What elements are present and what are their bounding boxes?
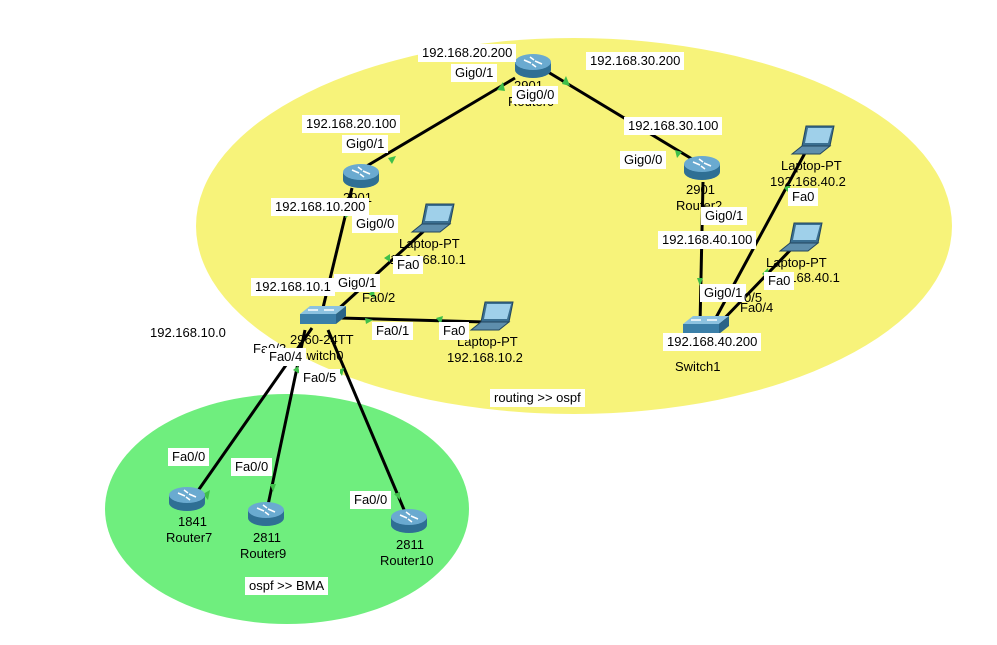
link-laptopa-switch0[interactable] [333, 228, 427, 314]
ip-label: 192.168.40.100 [658, 231, 757, 249]
interface-label: Gig0/0 [620, 151, 667, 169]
interface-label: Gig0/1 [701, 207, 748, 225]
router-icon[interactable] [343, 164, 379, 188]
laptop-icon[interactable] [469, 301, 514, 331]
ospf-area-label: routing >> ospf [490, 389, 585, 407]
interface-label: Fa0 [393, 256, 424, 274]
router9-name: Router9 [240, 546, 287, 561]
ip-label: 192.168.30.100 [624, 117, 723, 135]
interface-label: Gig0/1 [334, 274, 381, 292]
router9-model: 2811 [253, 530, 281, 545]
laptop-a-model: Laptop-PT [399, 236, 460, 251]
interface-label: Fa0 [788, 188, 819, 206]
router-icon[interactable] [248, 502, 284, 526]
interface-label: Fa0/2 [362, 290, 396, 305]
interface-label: 0/5 [744, 290, 763, 305]
laptop-icon[interactable] [410, 203, 455, 233]
switch0-name: Switch0 [298, 348, 344, 363]
switch0-model: 2960-24TT [290, 332, 354, 347]
laptop-b-ip: 192.168.10.2 [447, 350, 523, 365]
router2-model: 2901 [686, 182, 715, 197]
ip-label: 192.168.20.200 [418, 44, 517, 62]
router-icon[interactable] [169, 487, 205, 511]
interface-label: Fa0/5 [299, 369, 341, 387]
link-switch0-router10[interactable] [326, 329, 407, 513]
ip-label: 192.168.30.200 [586, 52, 685, 70]
router7-name: Router7 [166, 530, 213, 545]
interface-label: Fa0/4 [265, 348, 307, 366]
laptop-icon[interactable] [778, 222, 823, 252]
router-icon[interactable] [391, 509, 427, 533]
laptop-c-model: Laptop-PT [781, 158, 842, 173]
switch1-name: Switch1 [675, 359, 721, 374]
bma-area-label: ospf >> BMA [245, 577, 329, 595]
interface-label: Fa0 [439, 322, 470, 340]
interface-label: Fa0/4 [740, 300, 774, 315]
link-laptopd-switch1[interactable] [716, 236, 804, 327]
switch-icon[interactable] [300, 306, 346, 324]
interface-label: Fa0 [764, 272, 795, 290]
laptop-icon[interactable] [790, 125, 835, 155]
interface-label: Fa0/1 [372, 322, 414, 340]
network-label: 192.168.10.0 [150, 325, 226, 340]
router-icon[interactable] [684, 156, 720, 180]
ip-label: 192.168.10.1 [251, 278, 335, 296]
router7-model: 1841 [178, 514, 207, 529]
link-router0-router1[interactable] [359, 76, 516, 172]
interface-label: Gig0/1 [700, 284, 747, 302]
interface-label: Gig0/1 [342, 135, 389, 153]
switch-icon[interactable] [683, 316, 729, 334]
interface-label: Gig0/1 [451, 64, 498, 82]
router10-model: 2811 [396, 537, 424, 552]
ip-label: 192.168.10.200 [271, 198, 370, 216]
router-icon[interactable] [515, 54, 551, 78]
interface-label: Fa0/0 [168, 448, 210, 466]
laptop-c-ip: 192.168.40.2 [770, 174, 846, 189]
ip-label: 192.168.40.200 [663, 333, 762, 351]
interface-label: Gig0/0 [352, 215, 399, 233]
laptop-b-model: Laptop-PT [457, 334, 518, 349]
interface-label: Fa0/0 [231, 458, 273, 476]
interface-label: Gig0/0 [512, 86, 559, 104]
link-laptopb-switch0[interactable] [339, 316, 486, 324]
router10-name: Router10 [380, 553, 434, 568]
interface-label: Fa0/0 [350, 491, 392, 509]
ip-label: 192.168.20.100 [302, 115, 401, 133]
laptop-d-model: Laptop-PT [766, 255, 827, 270]
link-router0-router2[interactable] [547, 70, 698, 164]
